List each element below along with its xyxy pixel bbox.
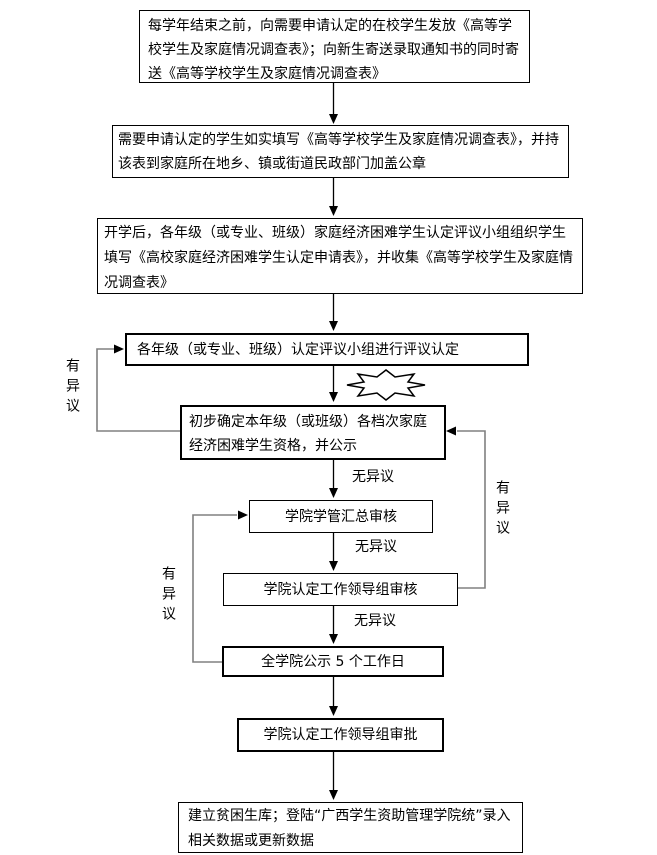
label-no-objection-3: 无异议 (354, 613, 396, 629)
starburst-icon (346, 369, 426, 401)
flow-step-student-fill-form: 需要申请认定的学生如实填写《高等学校学生及家庭情况调查表》，并持该表到家庭所在地… (112, 125, 569, 178)
label-has-objection-left-1: 有异议 (64, 358, 80, 418)
label-has-objection-left-2: 有异议 (160, 566, 176, 626)
label-no-objection-2: 无异议 (355, 539, 397, 555)
flow-step-distribute-survey: 每学年结束之前，向需要申请认定的在校学生发放《高等学校学生及家庭情况调查表》；向… (139, 10, 530, 83)
feedback-loop-lines (96, 348, 486, 663)
label-no-objection-1: 无异议 (352, 469, 394, 485)
flow-step-collect-applications: 开学后，各年级（或专业、班级）家庭经济困难学生认定评议小组组织学生填写《高校家庭… (97, 218, 583, 294)
flow-step-dept-summary-audit: 学院学管汇总审核 (249, 500, 433, 533)
flow-step-build-database: 建立贫困生库；登陆“广西学生资助管理学院统”录入相关数据或更新数据 (178, 802, 523, 853)
label-has-objection-right: 有异议 (494, 480, 510, 540)
flow-step-leading-group-audit: 学院认定工作领导组审核 (223, 573, 458, 606)
flow-step-college-publicity: 全学院公示 5 个工作日 (222, 646, 444, 677)
flow-step-leading-group-approval: 学院认定工作领导组审批 (237, 718, 444, 752)
flow-step-grade-review: 各年级（或专业、班级）认定评议小组进行评议认定 (125, 333, 529, 366)
flow-step-preliminary-result: 初步确定本年级（或班级）各档次家庭经济困难学生资格，并公示 (180, 405, 446, 460)
feedback-arrowheads (114, 344, 456, 520)
flow-arrowheads (329, 114, 338, 800)
